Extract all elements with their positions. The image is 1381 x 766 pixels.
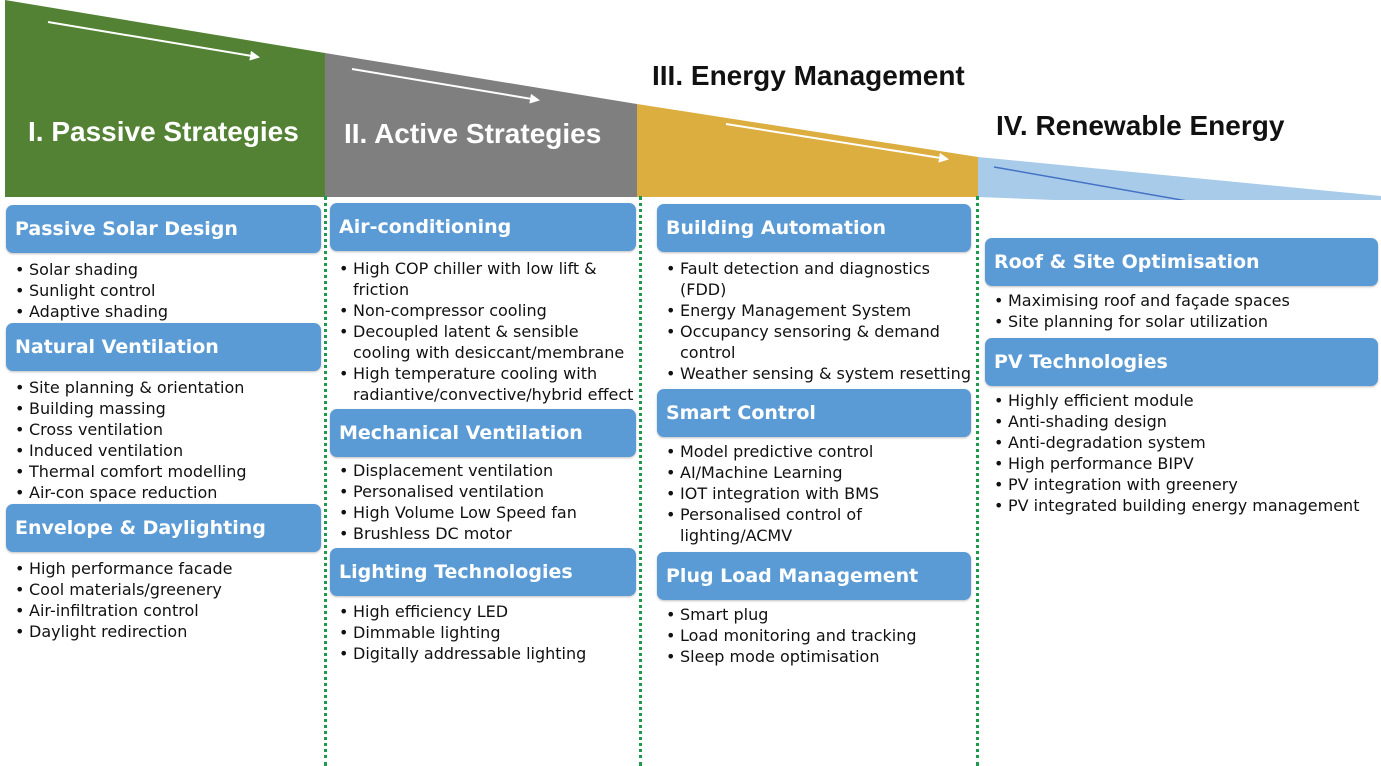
arrow-icon — [725, 123, 949, 163]
stage-segment-active — [325, 53, 637, 197]
arrow-icon — [993, 166, 1186, 200]
list-item: Site planning for solar utilization — [985, 311, 1378, 332]
list-item: Cross ventilation — [6, 419, 321, 440]
list-item: Adaptive shading — [6, 301, 321, 322]
arrow-icon — [47, 21, 260, 61]
list-item: Site planning & orientation — [6, 377, 321, 398]
list-item: Air-infiltration control — [6, 600, 321, 621]
list-item: Anti-degradation system — [985, 432, 1378, 453]
list-item: Daylight redirection — [6, 621, 321, 642]
item-list-air-conditioning: High COP chiller with low lift & frictio… — [330, 258, 636, 405]
list-item: Non-compressor cooling — [330, 300, 636, 321]
stage-segment-energy-management — [637, 104, 978, 197]
stage-segment-renewable — [978, 157, 1381, 200]
list-item: High COP chiller with low lift & frictio… — [330, 258, 636, 300]
item-list-plug-load-management: Smart plugLoad monitoring and trackingSl… — [657, 604, 971, 667]
list-item: PV integration with greenery — [985, 474, 1378, 495]
column-renewable-energy: Roof & Site Optimisation Maximising roof… — [985, 200, 1378, 516]
item-list-roof-site-optimisation: Maximising roof and façade spacesSite pl… — [985, 290, 1378, 332]
list-item: Solar shading — [6, 259, 321, 280]
list-item: Smart plug — [657, 604, 971, 625]
list-item: Anti-shading design — [985, 411, 1378, 432]
list-item: Fault detection and diagnostics (FDD) — [657, 258, 971, 300]
list-item: IOT integration with BMS — [657, 483, 971, 504]
list-item: Personalised ventilation — [330, 481, 636, 502]
list-item: Weather sensing & system resetting — [657, 363, 971, 384]
list-item: Building massing — [6, 398, 321, 419]
stage-title-passive: I. Passive Strategies — [28, 116, 299, 147]
list-item: Decoupled latent & sensible cooling with… — [330, 321, 636, 363]
arrow-icon — [351, 68, 540, 104]
list-item: Cool materials/greenery — [6, 579, 321, 600]
list-item: High efficiency LED — [330, 601, 636, 622]
section-header-air-conditioning: Air-conditioning — [330, 203, 636, 251]
list-item: Sleep mode optimisation — [657, 646, 971, 667]
list-item: Thermal comfort modelling — [6, 461, 321, 482]
item-list-building-automation: Fault detection and diagnostics (FDD)Ene… — [657, 258, 971, 384]
section-header-natural-ventilation: Natural Ventilation — [6, 323, 321, 371]
item-list-mechanical-ventilation: Displacement ventilationPersonalised ven… — [330, 460, 636, 544]
list-item: Air-con space reduction — [6, 482, 321, 503]
list-item: Highly efficient module — [985, 390, 1378, 411]
list-item: Personalised control of lighting/ACMV — [657, 504, 971, 546]
column-separator — [324, 196, 327, 766]
item-list-lighting-technologies: High efficiency LEDDimmable lightingDigi… — [330, 601, 636, 664]
list-item: Sunlight control — [6, 280, 321, 301]
list-item: High performance facade — [6, 558, 321, 579]
column-passive-strategies: Passive Solar Design Solar shadingSunlig… — [6, 200, 321, 642]
column-separator — [976, 196, 979, 766]
item-list-natural-ventilation: Site planning & orientationBuilding mass… — [6, 377, 321, 503]
section-header-mechanical-ventilation: Mechanical Ventilation — [330, 409, 636, 457]
list-item: AI/Machine Learning — [657, 462, 971, 483]
section-header-roof-site-optimisation: Roof & Site Optimisation — [985, 238, 1378, 286]
list-item: Digitally addressable lighting — [330, 643, 636, 664]
column-separator — [639, 196, 642, 766]
column-energy-management: Building Automation Fault detection and … — [657, 200, 971, 667]
section-header-building-automation: Building Automation — [657, 204, 971, 252]
stage-segment-passive — [5, 0, 325, 197]
list-item: High performance BIPV — [985, 453, 1378, 474]
list-item: High Volume Low Speed fan — [330, 502, 636, 523]
section-header-passive-solar-design: Passive Solar Design — [6, 205, 321, 253]
stage-title-energy-management: III. Energy Management — [652, 60, 965, 91]
section-header-plug-load-management: Plug Load Management — [657, 552, 971, 600]
list-item: Dimmable lighting — [330, 622, 636, 643]
stage-title-active: II. Active Strategies — [344, 118, 602, 149]
section-header-pv-technologies: PV Technologies — [985, 338, 1378, 386]
section-header-envelope-daylighting: Envelope & Daylighting — [6, 504, 321, 552]
column-active-strategies: Air-conditioning High COP chiller with l… — [330, 200, 636, 664]
list-item: PV integrated building energy management — [985, 495, 1378, 516]
list-item: Brushless DC motor — [330, 523, 636, 544]
item-list-passive-solar-design: Solar shadingSunlight controlAdaptive sh… — [6, 259, 321, 322]
stage-title-renewable: IV. Renewable Energy — [996, 110, 1285, 141]
list-item: Model predictive control — [657, 441, 971, 462]
list-item: Occupancy sensoring & demand control — [657, 321, 971, 363]
list-item: Displacement ventilation — [330, 460, 636, 481]
section-header-lighting-technologies: Lighting Technologies — [330, 548, 636, 596]
item-list-pv-technologies: Highly efficient moduleAnti-shading desi… — [985, 390, 1378, 516]
strategy-banner — [5, 0, 1381, 200]
list-item: Maximising roof and façade spaces — [985, 290, 1378, 311]
item-list-envelope-daylighting: High performance facadeCool materials/gr… — [6, 558, 321, 642]
item-list-smart-control: Model predictive controlAI/Machine Learn… — [657, 441, 971, 546]
list-item: High temperature cooling with radiantive… — [330, 363, 636, 405]
list-item: Energy Management System — [657, 300, 971, 321]
section-header-smart-control: Smart Control — [657, 389, 971, 437]
list-item: Load monitoring and tracking — [657, 625, 971, 646]
list-item: Induced ventilation — [6, 440, 321, 461]
